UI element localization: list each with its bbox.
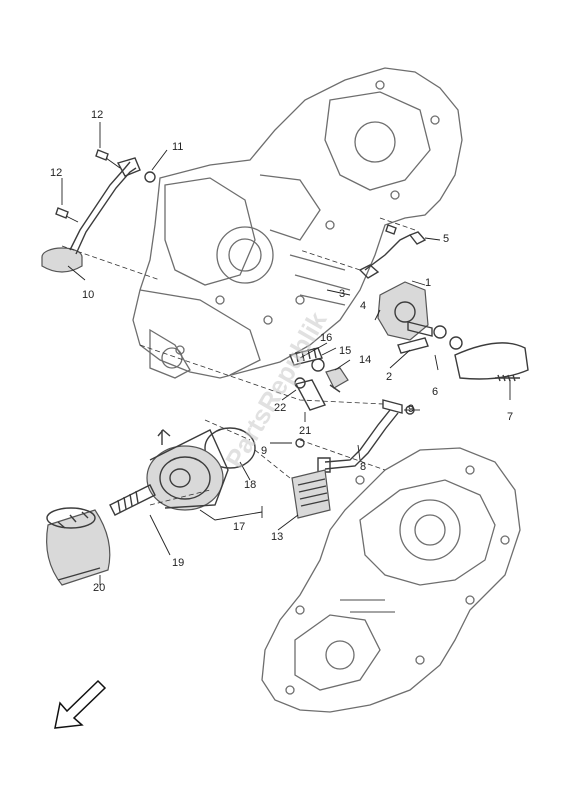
- oil-cooler-bolt: [109, 484, 156, 516]
- oil-strainer-assembly: [41, 149, 156, 273]
- callout-11: 11: [172, 141, 183, 153]
- oil-filter: [46, 507, 111, 586]
- callout-10: 10: [82, 289, 94, 301]
- oil-strainer-screen: [291, 469, 331, 519]
- callout-9a: 9: [408, 403, 414, 415]
- callout-12b: 12: [50, 167, 62, 179]
- callout-4: 4: [360, 300, 366, 312]
- callout-21: 21: [299, 425, 311, 437]
- callout-1: 1: [425, 277, 431, 289]
- callout-13: 13: [271, 531, 283, 543]
- oil-pump-assembly: [358, 224, 529, 382]
- watermark: PartsRepublik: [219, 306, 333, 473]
- callout-12a: 12: [91, 109, 103, 121]
- crankcase-cover-lower: [261, 447, 521, 713]
- callout-3: 3: [339, 288, 345, 300]
- callout-8: 8: [360, 461, 366, 473]
- callout-2: 2: [386, 371, 392, 383]
- callout-7: 7: [507, 411, 513, 423]
- oil-delivery-pipe: [295, 399, 415, 473]
- callout-9b: 9: [261, 445, 267, 457]
- callout-6: 6: [432, 386, 438, 398]
- callout-20: 20: [93, 582, 105, 594]
- callout-14: 14: [359, 354, 371, 366]
- callout-19: 19: [172, 557, 184, 569]
- callout-labels: 1 2 3 4 5 6 7 8 9 9 10 11 12 12 13 14 15…: [50, 109, 513, 594]
- callout-18: 18: [244, 479, 256, 491]
- front-arrow-icon: [54, 679, 107, 729]
- callout-5: 5: [443, 233, 449, 245]
- callout-16: 16: [320, 332, 332, 344]
- reference-lines: [61, 122, 511, 585]
- callout-22: 22: [274, 402, 286, 414]
- callout-15: 15: [339, 345, 351, 357]
- callout-17: 17: [233, 521, 245, 533]
- oil-cooler-assembly: [146, 427, 256, 511]
